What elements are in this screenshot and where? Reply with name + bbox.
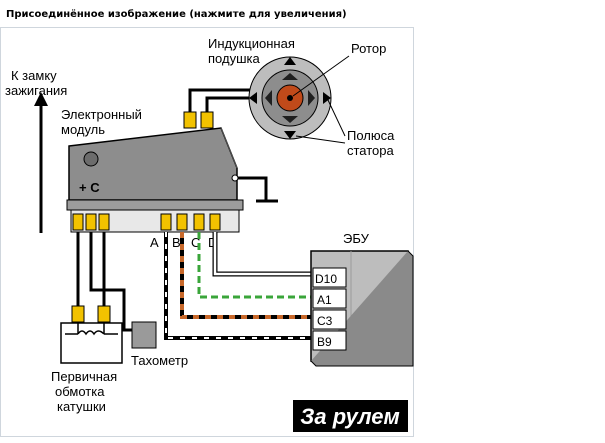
stator-pole-bottom-icon — [284, 131, 296, 139]
ecu-pin-c3: C3 — [317, 314, 333, 328]
stator-pole-top-icon — [284, 57, 296, 65]
ecu-pin-d10: D10 — [315, 272, 337, 286]
arrow-up-icon — [34, 92, 48, 106]
ecu-block — [310, 250, 414, 367]
pickup-connector-1 — [183, 111, 197, 129]
terminal-a-label: A — [150, 235, 159, 250]
pickup-disc — [248, 56, 332, 140]
stator-pole-right-icon — [323, 92, 331, 104]
module-bolt-icon — [83, 151, 99, 167]
plus-c-label: + C — [79, 180, 100, 195]
pickup-wires — [188, 88, 269, 113]
stator-callout-line-1 — [327, 99, 346, 137]
module-connectors-right — [160, 213, 221, 231]
ignition-label-2: зажигания — [5, 83, 67, 98]
logo-text: За рулем — [300, 404, 400, 429]
rotor-callout-line — [292, 55, 350, 97]
tachometer-box — [131, 321, 157, 349]
coil-label-1: Первичная — [51, 369, 117, 384]
diagram-canvas: К замку зажигания Электронный модуль + C… — [5, 36, 414, 432]
ignition-diagram[interactable]: К замку зажигания Электронный модуль + C… — [0, 27, 414, 437]
stator-label-1: Полюса — [347, 128, 395, 143]
module-label-1: Электронный — [61, 107, 142, 122]
stator-pole-left-icon — [249, 92, 257, 104]
stator-callout-line-2 — [295, 135, 346, 144]
primary-coil — [60, 305, 123, 364]
coil-label-2: обмотка — [55, 384, 105, 399]
empty-right-pane — [414, 27, 605, 438]
terminal-b-label: B — [172, 235, 181, 250]
module-connectors-left — [72, 213, 110, 231]
stator-label-2: статора — [347, 143, 395, 158]
pickup-label-1: Индукционная — [208, 36, 295, 51]
coil-wires — [76, 232, 132, 332]
terminal-c-label: C — [191, 235, 200, 250]
ecu-label: ЭБУ — [343, 231, 370, 246]
pickup-label-2: подушка — [208, 51, 260, 66]
ignition-wire — [34, 92, 48, 233]
coil-label-3: катушки — [57, 399, 106, 414]
rotor-label: Ротор — [351, 41, 386, 56]
module-label-2: модуль — [61, 122, 105, 137]
za-rulem-logo: За рулем — [293, 400, 408, 432]
ecu-pin-a1: A1 — [317, 293, 332, 307]
module-ecu-wires — [164, 232, 313, 340]
ecu-pin-b9: B9 — [317, 335, 332, 349]
ground-terminal-icon — [231, 174, 239, 182]
ignition-label-1: К замку — [11, 68, 57, 83]
coil-winding-icon — [77, 330, 105, 336]
pickup-connector-2 — [200, 111, 214, 129]
ground-wire — [238, 176, 278, 203]
tachometer-label: Тахометр — [131, 353, 188, 368]
attachment-caption-link[interactable]: Присоединённое изображение (нажмите для … — [6, 9, 347, 20]
